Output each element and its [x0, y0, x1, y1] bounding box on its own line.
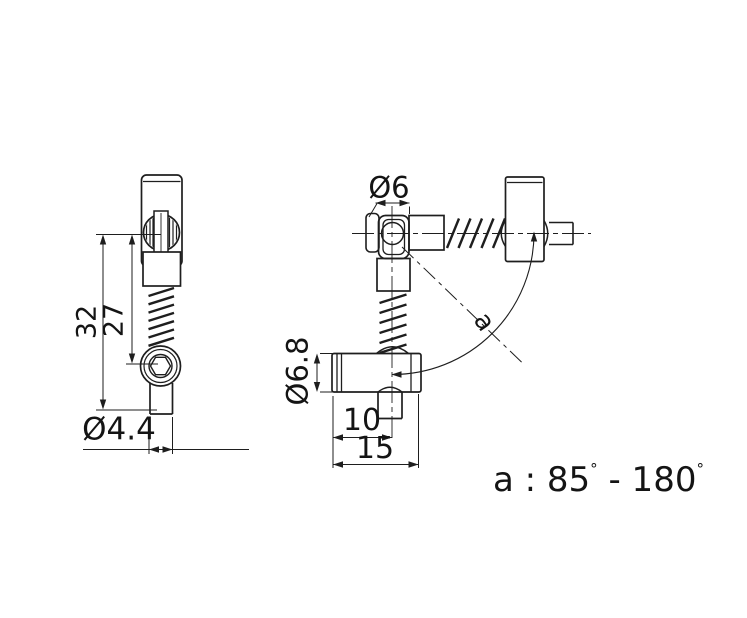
dim-label-d6: Ø6	[368, 170, 410, 205]
arrow-d6-right	[399, 199, 410, 207]
dim-label-27: 27	[98, 302, 130, 338]
angle-range-note: a : 85° - 180°	[493, 461, 704, 499]
arrow-10-left	[333, 434, 343, 441]
joint-block	[142, 251, 182, 287]
ext-line-d6-left	[368, 203, 378, 218]
dim-label-15: 15	[355, 431, 395, 466]
hub-dome-left	[500, 220, 507, 247]
pivot-ball	[380, 221, 405, 246]
degree-symbol: °	[590, 460, 598, 478]
stem-front	[149, 383, 174, 415]
dim-label-d68: Ø6.8	[280, 336, 315, 406]
arrow-d68-top	[313, 353, 321, 364]
spring-front	[148, 286, 175, 347]
front-view	[139, 174, 183, 415]
arrow-arc-left	[391, 371, 402, 378]
neck-rotated	[408, 214, 445, 251]
body-cylinder	[331, 352, 422, 393]
hex-socket-collar	[139, 345, 182, 387]
arrow-27-top	[128, 234, 136, 245]
angle-reference-line	[401, 246, 524, 364]
arrow-10-right	[382, 434, 392, 441]
collar-outer-circle	[139, 345, 182, 387]
spring-down-position	[379, 293, 407, 355]
handle-plate-edge	[365, 212, 380, 253]
arrow-d44-right	[162, 446, 173, 453]
hub-dome-right	[543, 220, 549, 247]
arrow-d44-left	[149, 446, 159, 453]
angle-arc	[392, 232, 535, 376]
stub-rotated	[549, 221, 574, 246]
joint-block-side	[376, 257, 411, 292]
side-view	[331, 176, 591, 441]
angle-note-prefix: a : 85	[493, 460, 591, 500]
mounting-stub	[377, 386, 403, 420]
arrow-d6-left	[375, 199, 386, 207]
dim-label-d44: Ø4.4	[82, 411, 156, 448]
arrow-15-right	[408, 461, 419, 468]
hex-socket	[149, 356, 172, 376]
dim-label-32: 32	[71, 304, 103, 340]
front-view-dimensions	[83, 234, 249, 454]
arrow-27-bottom	[128, 353, 136, 364]
collar-ring	[143, 348, 178, 384]
arrow-15-left	[333, 461, 343, 468]
arrow-32-bottom	[99, 399, 107, 410]
body-cylinder-rotated	[504, 176, 545, 263]
arrow-arc-top	[530, 231, 538, 242]
arrow-32-top	[99, 234, 107, 245]
dimension-arrowheads	[99, 199, 538, 468]
spring-right-position	[445, 218, 507, 249]
pivot-housing-inner	[382, 218, 406, 256]
angle-note-range: - 180	[597, 460, 697, 500]
collar-bore	[148, 353, 173, 379]
dim-label-10: 10	[342, 403, 382, 438]
degree-symbol-2: °	[696, 460, 704, 478]
spring-seat-dome	[376, 346, 409, 355]
arrow-d68-bottom	[313, 382, 321, 392]
